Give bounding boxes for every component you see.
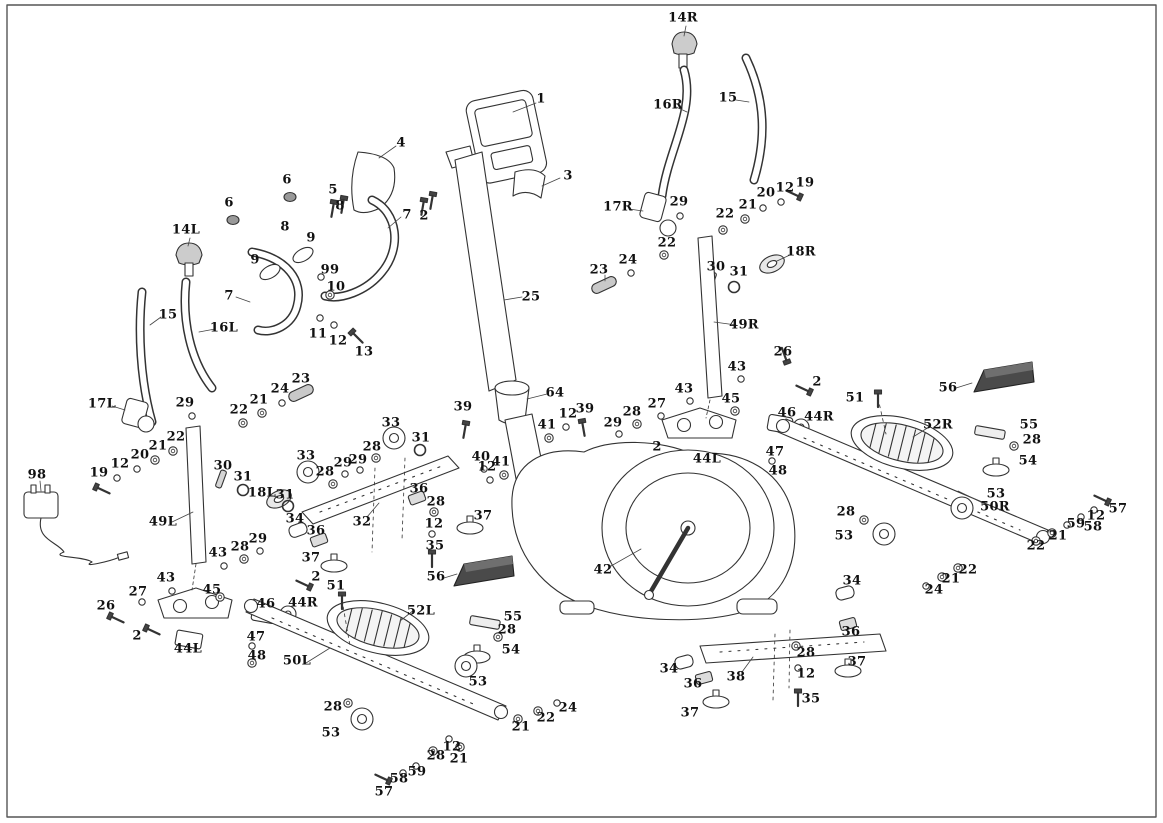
- right-upright-assembly: [639, 31, 767, 237]
- center-rail-32: [281, 426, 484, 573]
- rail-50r-assembly: [775, 361, 1113, 590]
- page-border: [6, 4, 1157, 818]
- rear-stabilizer-38: [673, 584, 887, 709]
- mast-assembly: [445, 145, 549, 501]
- main-body-flywheel: [511, 441, 796, 621]
- leader-lines: [39, 25, 988, 673]
- console-assembly: [326, 89, 548, 219]
- post-left-49l: [105, 425, 315, 668]
- rail-50l-assembly: [243, 555, 561, 787]
- handlebar-left-set: [226, 191, 400, 347]
- fastener-row-right-top: [589, 186, 805, 296]
- power-adapter-98: [23, 484, 130, 566]
- left-upright-assembly: [121, 242, 217, 433]
